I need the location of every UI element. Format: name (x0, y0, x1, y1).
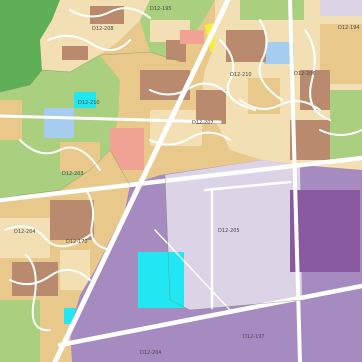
parcel-boundary-line (0, 149, 131, 199)
residential-street (9, 269, 91, 286)
cyan-parcel (74, 92, 96, 108)
parcel-label: D12-210 (78, 100, 100, 106)
salmon-parcel (180, 30, 204, 44)
commercial-parcel (166, 40, 186, 62)
parcel-boundaries (0, 51, 303, 311)
dark-purple-parcel (290, 190, 360, 272)
residential-street (19, 139, 101, 171)
parcel-label: D12-210 (230, 72, 252, 78)
residential-street (304, 29, 331, 121)
residential-street (4, 225, 91, 248)
parcel-label: D12-194 (338, 25, 360, 31)
commercial-parcel (62, 46, 88, 60)
residential-street (239, 99, 321, 111)
water-body (264, 42, 294, 64)
south-arterial-road (57, 283, 362, 348)
residential-street (47, 34, 131, 51)
residential-street (319, 129, 362, 136)
parcel-label: D12-206 (294, 71, 316, 77)
commercial-parcel (196, 90, 226, 124)
parcel-label: D12-203 (62, 171, 84, 177)
diagonal-arterial-road (52, 0, 231, 362)
commercial-parcel (226, 30, 266, 62)
residential-street (219, 39, 256, 111)
cyan-parcel (138, 252, 184, 308)
parcel-label: D12-207 (192, 120, 214, 126)
local-road (203, 180, 292, 192)
park-zone (240, 0, 304, 20)
residential-street (85, 189, 111, 251)
residential-street (149, 131, 231, 146)
residential-street (258, 19, 283, 101)
park-zone (0, 300, 40, 362)
light-purple-parcel (320, 0, 362, 16)
residential-street (149, 82, 231, 97)
residential-street (25, 254, 51, 332)
light-purple-zone (165, 160, 302, 310)
parcel-boundary-line (164, 174, 303, 311)
forest-area (0, 0, 60, 92)
east-west-arterial-road (0, 155, 362, 203)
parcel-label: D12-208 (92, 26, 114, 32)
park-zone (330, 90, 362, 160)
residential-zone (0, 100, 22, 140)
residential-zone (0, 218, 50, 258)
residential-zone (150, 110, 202, 146)
parcel-label: D12-204 (140, 350, 162, 356)
water-body (44, 108, 74, 138)
north-south-arterial-road (288, 0, 302, 362)
parcel-label: D12-205 (218, 228, 240, 234)
parcel-label: D12-170 (66, 239, 88, 245)
commercial-parcel (290, 120, 330, 160)
collector-road (0, 114, 222, 124)
parcel-boundary-line (0, 51, 176, 93)
commercial-parcel (300, 70, 330, 110)
parcel-label: D12-195 (150, 6, 172, 12)
parcel-label: D12-204 (14, 229, 36, 235)
residential-street (69, 7, 151, 19)
parcel-label: D12-197 (243, 334, 265, 340)
commercial-parcel (50, 200, 94, 240)
